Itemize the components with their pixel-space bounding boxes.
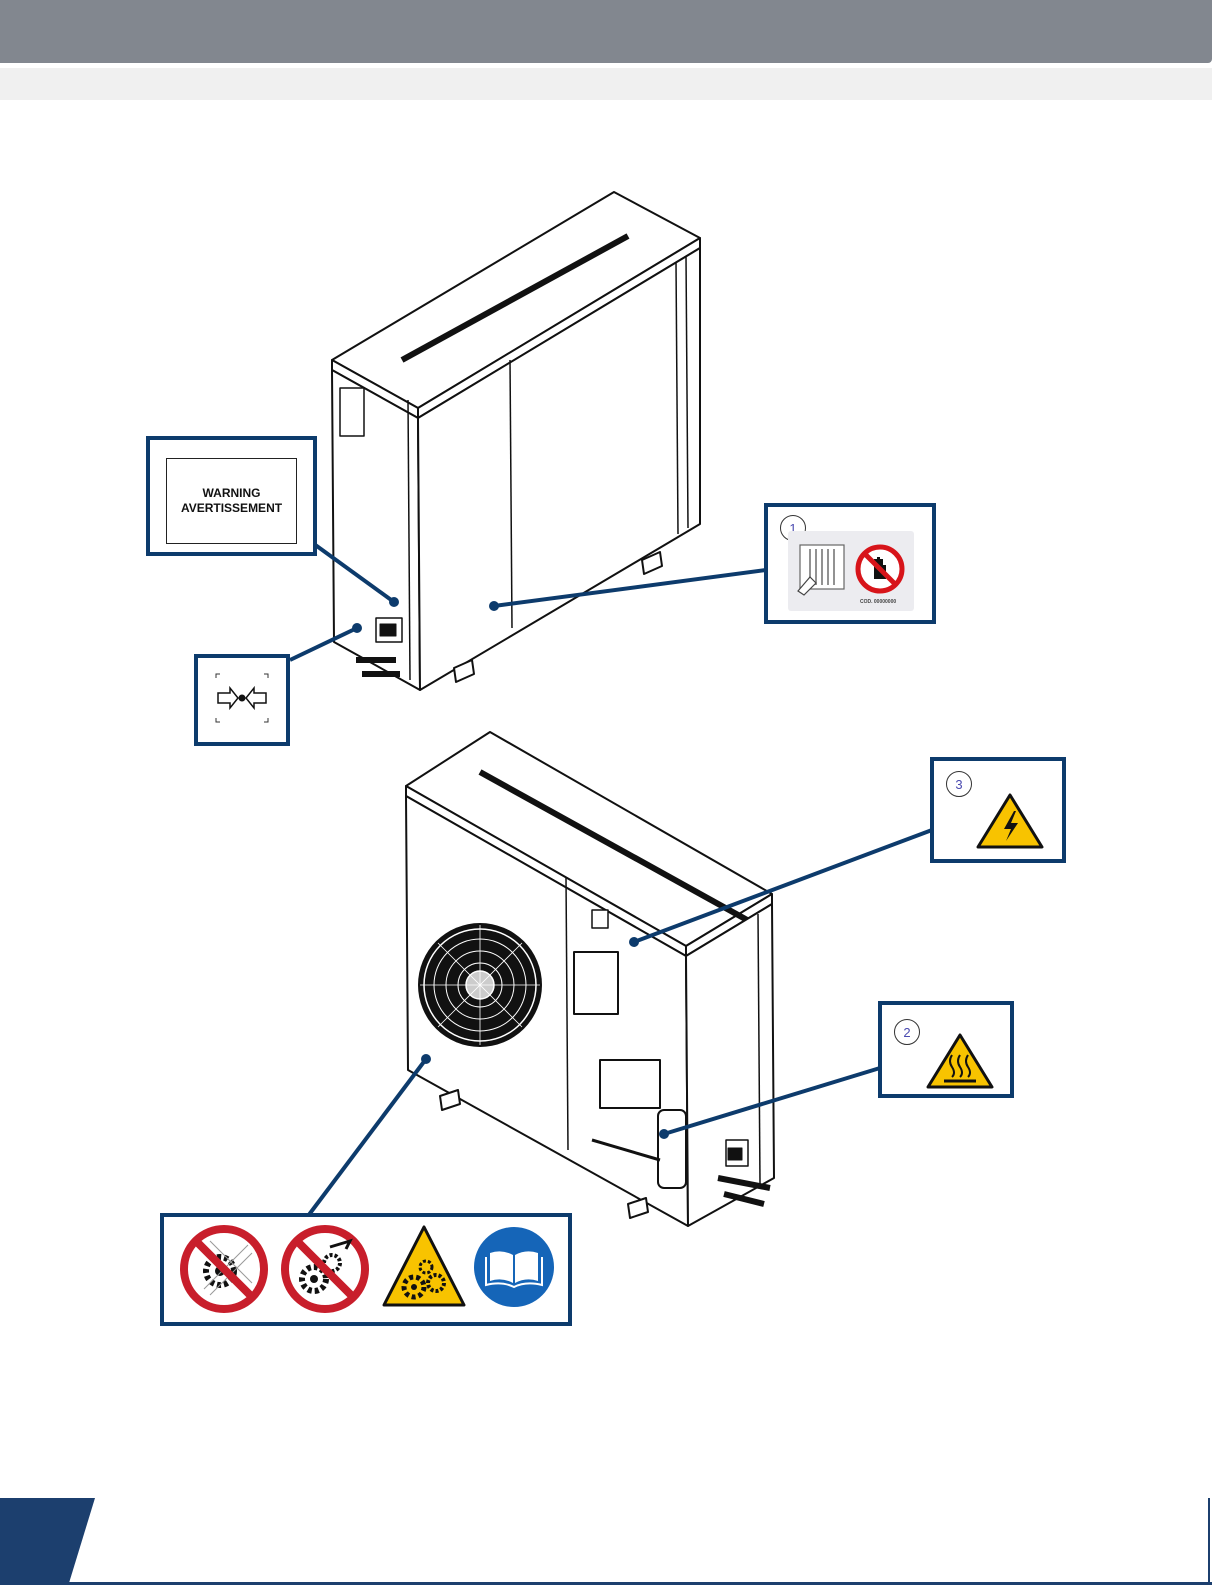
fan-safety-icons (164, 1217, 568, 1322)
electric-shock-warning-icon (974, 791, 1046, 851)
avertissement-text: AVERTISSEMENT (181, 501, 282, 516)
warning-label-box: WARNING AVERTISSEMENT (146, 436, 317, 556)
label-3-number: 3 (946, 771, 972, 797)
page-footer-tick (1208, 1498, 1210, 1585)
warning-sticker: WARNING AVERTISSEMENT (166, 458, 297, 544)
label-1-sticker: COD. 00000000 (788, 531, 914, 611)
no-hand-in-fan-icon (184, 1229, 264, 1309)
electrical-hazard-plug-icon (798, 545, 844, 595)
read-manual-icon (474, 1227, 554, 1307)
refrigerant-connection-label-box (194, 654, 290, 746)
no-maintenance-while-running-icon (285, 1229, 365, 1309)
do-not-touch-icon (858, 547, 902, 591)
refrigerant-connection-arrows-icon (198, 658, 286, 742)
label-3-box: 3 (930, 757, 1066, 863)
rear-view-unit (332, 192, 700, 690)
hot-surface-warning-icon (924, 1031, 996, 1093)
rotating-parts-warning-icon (384, 1227, 464, 1305)
label-1-box: 1 COD. 00000000 (764, 503, 936, 624)
fan-icon (418, 923, 542, 1047)
label-1-code: COD. 00000000 (860, 599, 896, 605)
warning-text: WARNING (203, 486, 261, 501)
label-2-number: 2 (894, 1019, 920, 1045)
fan-safety-label-box (160, 1213, 572, 1326)
label-2-box: 2 (878, 1001, 1014, 1098)
